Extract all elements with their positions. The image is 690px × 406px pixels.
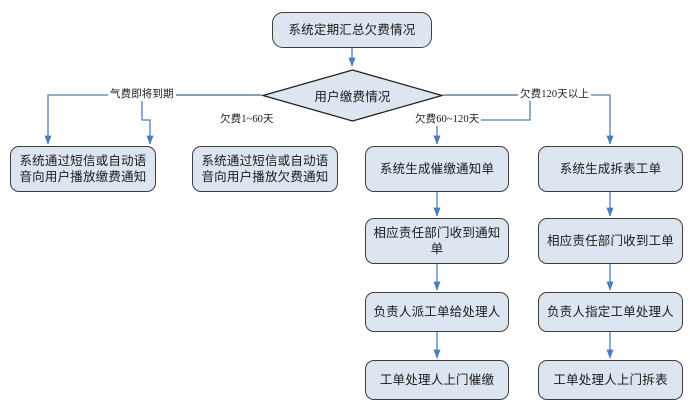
node-decision[interactable]: 用户缴费情况	[262, 69, 443, 122]
node-branch3-step2-label: 相应责任部门收到通知 单	[373, 226, 501, 256]
node-branch3-step1-label: 系统生成催缴通知单	[379, 162, 495, 176]
node-branch3-step4-label: 工单处理人上门催缴	[379, 373, 495, 387]
node-start[interactable]: 系统定期汇总欠费情况	[272, 12, 432, 48]
node-decision-label: 用户缴费情况	[314, 90, 391, 104]
node-branch4-step1-label: 系统生成拆表工单	[559, 162, 662, 176]
node-branch3-step4[interactable]: 工单处理人上门催缴	[365, 360, 509, 400]
edge-label-branch1: 气费即将到期	[108, 86, 176, 101]
node-branch4-step1[interactable]: 系统生成拆表工单	[538, 146, 683, 192]
edge-label-branch3: 欠费60~120天	[413, 111, 482, 126]
node-branch4-step4[interactable]: 工单处理人上门拆表	[538, 360, 683, 400]
node-branch4-step4-label: 工单处理人上门拆表	[553, 373, 668, 387]
node-branch3-step3[interactable]: 负责人派工单给处理人	[365, 292, 509, 332]
node-branch1-step1-label: 系统通过短信或自动语 音向用户播放缴费通知	[19, 154, 147, 184]
node-branch3-step3-label: 负责人派工单给处理人	[373, 305, 501, 319]
edge-label-branch4: 欠费120天以上	[518, 86, 592, 101]
node-start-label: 系统定期汇总欠费情况	[288, 23, 416, 37]
node-branch4-step2[interactable]: 相应责任部门收到工单	[538, 218, 683, 264]
node-branch3-step1[interactable]: 系统生成催缴通知单	[365, 146, 509, 192]
node-branch2-step1-label: 系统通过短信或自动语 音向用户播放欠费通知	[201, 154, 329, 184]
node-branch4-step3-label: 负责人指定工单处理人	[546, 305, 674, 319]
diamond-shape	[262, 69, 443, 122]
node-branch2-step1[interactable]: 系统通过短信或自动语 音向用户播放欠费通知	[192, 146, 338, 192]
node-branch1-step1[interactable]: 系统通过短信或自动语 音向用户播放缴费通知	[10, 146, 156, 192]
edge-label-branch2: 欠费1~60天	[218, 111, 276, 126]
node-branch4-step3[interactable]: 负责人指定工单处理人	[538, 292, 683, 332]
node-branch3-step2[interactable]: 相应责任部门收到通知 单	[365, 218, 509, 264]
node-branch4-step2-label: 相应责任部门收到工单	[546, 234, 674, 248]
